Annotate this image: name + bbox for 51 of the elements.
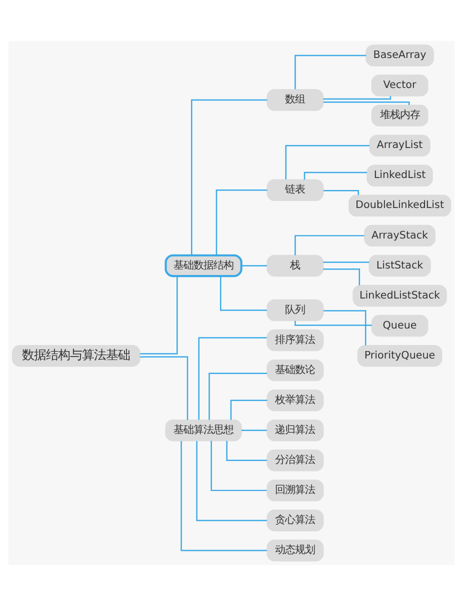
node-box: 基础数据结构 — [164, 254, 242, 277]
node-box: DoubleLinkedList — [348, 194, 452, 216]
node-box: LinkedListStack — [352, 284, 447, 306]
node-box: 基础数论 — [266, 358, 324, 381]
node-box: 贪心算法 — [266, 509, 324, 531]
node-box: 基础算法思想 — [165, 419, 242, 441]
connector — [294, 234, 364, 255]
connector — [180, 440, 268, 551]
node-box: Queue — [371, 314, 428, 336]
connector — [198, 336, 267, 420]
node-box: ListStack — [368, 254, 431, 276]
connector — [323, 268, 360, 285]
connector — [216, 189, 268, 255]
node-box: 动态规划 — [266, 539, 324, 561]
node-box: 链表 — [266, 178, 324, 200]
connector — [294, 54, 366, 89]
node-box: LinkedList — [366, 164, 433, 186]
connector — [208, 372, 268, 420]
node-box: 回溯算法 — [266, 479, 324, 501]
node-box: 排序算法 — [266, 328, 324, 351]
connector — [230, 399, 268, 420]
connector — [196, 440, 267, 521]
node-box: 栈 — [266, 254, 324, 276]
connector — [294, 320, 372, 326]
connector — [323, 261, 370, 262]
node-box: ArrayStack — [364, 224, 436, 246]
node-box: PriorityQueue — [357, 344, 442, 366]
connector — [323, 190, 359, 195]
node-box: 数据结构与算法基础 — [12, 344, 140, 366]
connector — [210, 440, 267, 491]
connector — [191, 98, 268, 255]
node-box: 堆栈内存 — [371, 104, 428, 126]
node-box: ArrayList — [369, 134, 430, 156]
connector — [323, 96, 392, 100]
connector — [285, 144, 370, 179]
node-box: 递归算法 — [266, 419, 324, 441]
connector — [323, 310, 366, 345]
connector — [140, 276, 178, 354]
node-box: 枚举算法 — [266, 388, 324, 411]
connector — [241, 429, 267, 430]
connector — [220, 276, 267, 310]
node-box: Vector — [371, 74, 428, 96]
connector — [226, 440, 267, 461]
connector — [323, 100, 410, 104]
connector — [241, 264, 267, 266]
node-box: BaseArray — [366, 44, 434, 66]
node-box: 分治算法 — [266, 449, 324, 471]
connector — [304, 171, 367, 180]
node-box: 数组 — [266, 88, 324, 110]
connector — [140, 356, 188, 420]
node-box: 队列 — [266, 298, 324, 321]
